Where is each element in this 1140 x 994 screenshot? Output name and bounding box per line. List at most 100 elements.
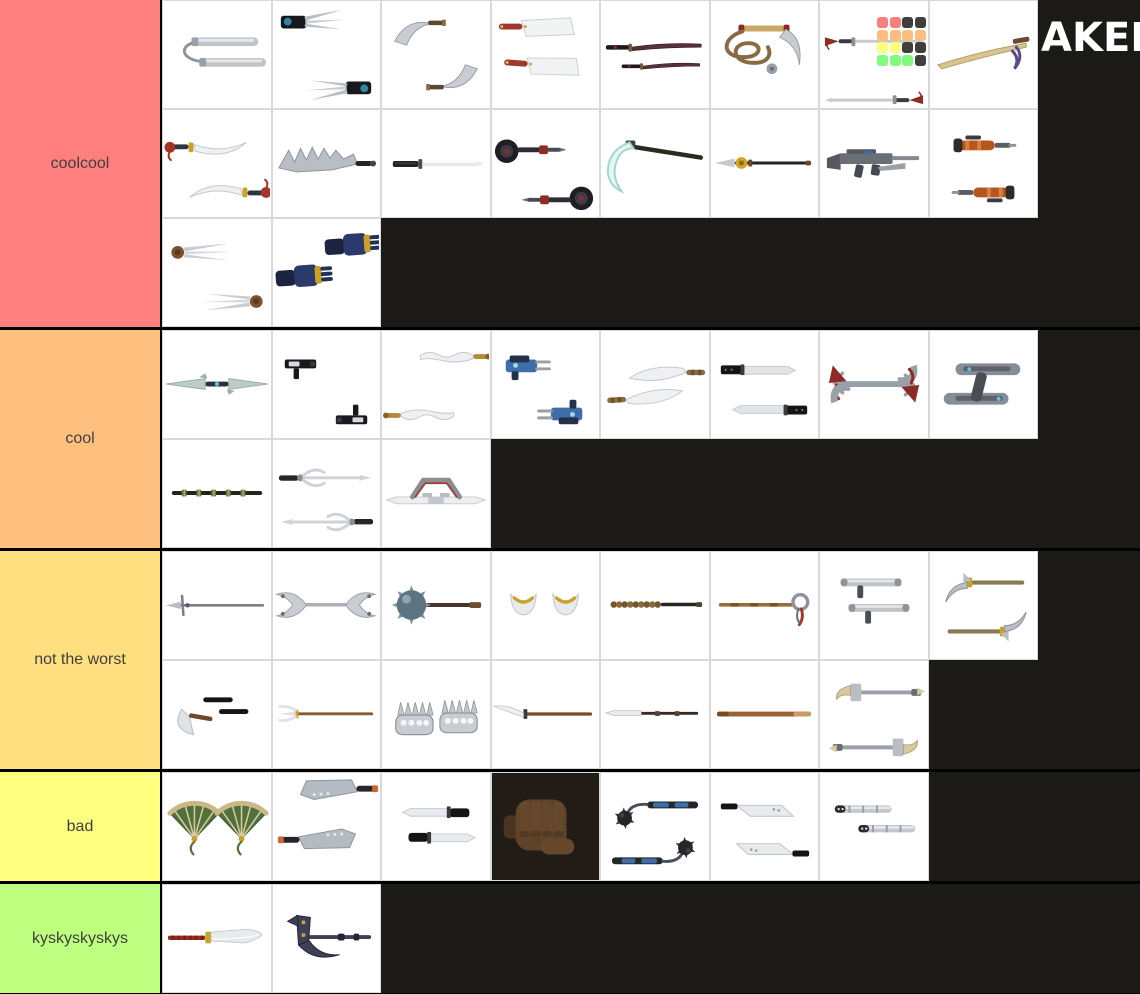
item-saw-blade-sword[interactable]: [271, 109, 381, 218]
item-claw-hammer[interactable]: [271, 884, 381, 993]
pile-bunker-gauntlets-image: [495, 138, 594, 210]
hook-swords-image: [828, 364, 919, 403]
sai-pair-image: [279, 468, 374, 531]
tiermaker-grid-square: [902, 17, 913, 28]
tiermaker-grid-square: [902, 54, 913, 66]
item-cross-spear[interactable]: [162, 551, 272, 660]
tier-items-grid: [162, 0, 1038, 327]
tier-items-grid: [162, 330, 1038, 548]
item-ornate-double-staff[interactable]: [271, 551, 381, 660]
tiermaker-grid-square: [902, 29, 913, 41]
tier-row-1: coolcool: [0, 0, 1140, 330]
item-naginata[interactable]: [490, 660, 600, 769]
item-white-katana[interactable]: [381, 109, 491, 218]
item-war-picks[interactable]: [928, 551, 1038, 660]
red-handled-machete-image: [167, 928, 263, 943]
tiermaker-grid-square: [889, 54, 901, 66]
item-hammer-picks[interactable]: [819, 660, 929, 769]
item-hook-swords[interactable]: [819, 330, 929, 439]
item-claw-gauntlets[interactable]: [271, 0, 381, 109]
tier-row-4: bad: [0, 772, 1140, 884]
item-straight-knives[interactable]: [709, 330, 819, 439]
item-kris-daggers[interactable]: [381, 330, 491, 439]
item-triple-claws[interactable]: [162, 218, 272, 327]
ornate-double-staff-image: [275, 591, 378, 618]
item-katana-pair[interactable]: [600, 0, 710, 109]
tier-items-grid: [162, 884, 1038, 993]
tier-label-4[interactable]: bad: [0, 772, 162, 881]
item-ring-staff[interactable]: [709, 551, 819, 660]
metal-batons-image: [834, 804, 915, 832]
item-axe-and-batons[interactable]: [162, 660, 272, 769]
item-fist-emoji[interactable]: [490, 772, 600, 881]
item-orb-spear[interactable]: [709, 109, 819, 218]
gun-tonfas-image: [285, 358, 368, 424]
item-orange-blasters[interactable]: [928, 109, 1038, 218]
item-power-gauntlets[interactable]: [271, 218, 381, 327]
saw-blade-sword-image: [278, 145, 377, 172]
horn-blades-image: [510, 592, 580, 615]
assault-rifle-image: [826, 148, 919, 178]
tier-label-text: not the worst: [34, 651, 126, 668]
war-picks-image: [945, 572, 1027, 641]
tier-label-5[interactable]: kyskyskyskys: [0, 884, 162, 993]
item-horn-blades[interactable]: [490, 551, 600, 660]
item-trident-staff[interactable]: [271, 660, 381, 769]
glow-scythe-image: [606, 139, 703, 194]
item-angled-knives[interactable]: [709, 772, 819, 881]
fist-emoji-image: [504, 799, 575, 854]
item-assault-rifle[interactable]: [819, 109, 929, 218]
short-swords-image: [401, 805, 476, 844]
item-blue-blasters[interactable]: [490, 330, 600, 439]
golden-odachi-image: [937, 36, 1030, 70]
tiermaker-grid-square: [914, 17, 926, 28]
item-pile-bunker-gauntlets[interactable]: [490, 109, 600, 218]
item-sai-pair[interactable]: [271, 439, 381, 548]
tier-label-2[interactable]: cool: [0, 330, 162, 548]
nunchucks-image: [182, 36, 266, 67]
item-segmented-staff[interactable]: [162, 439, 272, 548]
item-double-glaive[interactable]: [162, 330, 272, 439]
kris-daggers-image: [382, 351, 489, 420]
item-white-machetes[interactable]: [600, 330, 710, 439]
item-metal-tonfas[interactable]: [819, 551, 929, 660]
item-blade-staff[interactable]: [600, 660, 710, 769]
tiermaker-grid-square: [877, 42, 888, 53]
metal-tonfas-image: [840, 578, 910, 624]
tier-label-1[interactable]: coolcool: [0, 0, 162, 327]
item-nunchucks[interactable]: [162, 0, 272, 109]
item-short-swords[interactable]: [381, 772, 491, 881]
item-chain-flails[interactable]: [600, 772, 710, 881]
tier-label-text: kyskyskyskys: [32, 929, 128, 947]
bead-whip-staff-image: [610, 600, 702, 608]
tier-label-3[interactable]: not the worst: [0, 551, 162, 769]
item-gun-tonfas[interactable]: [271, 330, 381, 439]
tier-row-2: cool: [0, 330, 1140, 551]
item-tassel-scimitars[interactable]: [162, 109, 272, 218]
item-spiked-knuckles[interactable]: [381, 660, 491, 769]
frame-blade-image: [385, 477, 487, 504]
claw-hammer-image: [286, 914, 372, 958]
item-red-handled-machete[interactable]: [162, 884, 272, 993]
angled-knives-image: [721, 802, 810, 856]
item-rope-dart[interactable]: [709, 0, 819, 109]
item-golden-odachi[interactable]: [928, 0, 1038, 109]
tiermaker-grid-square: [914, 29, 926, 41]
item-frame-blade[interactable]: [381, 439, 491, 548]
triple-claws-image: [171, 243, 263, 310]
item-metal-batons[interactable]: [819, 772, 929, 881]
tassel-rapiers-image: [824, 36, 923, 104]
trident-staff-image: [278, 704, 374, 722]
tassel-scimitars-image: [164, 141, 270, 198]
item-bo-staff[interactable]: [709, 660, 819, 769]
item-glow-scythe[interactable]: [600, 109, 710, 218]
item-kama-sickles[interactable]: [381, 0, 491, 109]
item-dual-rail-blades[interactable]: [928, 330, 1038, 439]
item-meat-cleavers[interactable]: [490, 0, 600, 109]
item-spiked-mace[interactable]: [381, 551, 491, 660]
item-feather-fans[interactable]: [162, 772, 272, 881]
item-heavy-cleavers[interactable]: [271, 772, 381, 881]
item-bead-whip-staff[interactable]: [600, 551, 710, 660]
power-gauntlets-image: [275, 232, 380, 287]
ring-staff-image: [719, 592, 810, 626]
